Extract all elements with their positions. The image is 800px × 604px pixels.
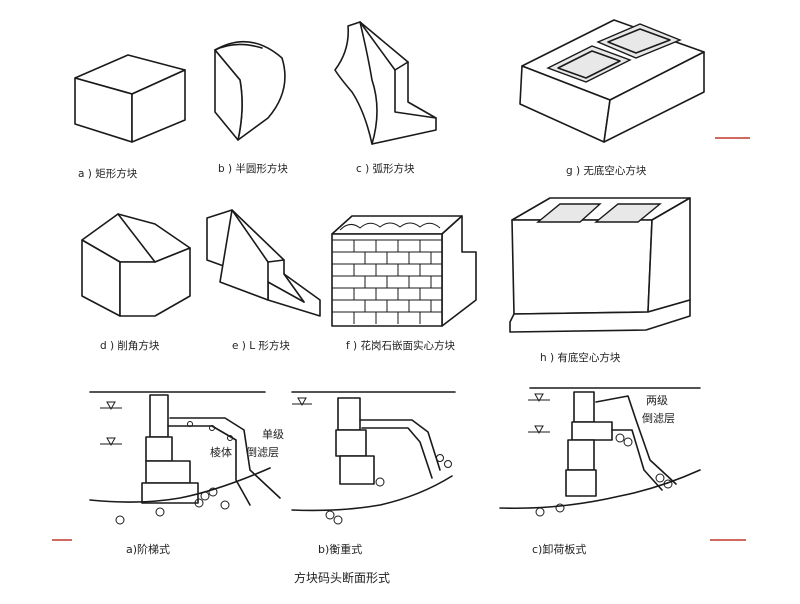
caption-b: b ) 半圆形方块 — [218, 162, 288, 175]
caption-c: c ) 弧形方块 — [356, 162, 415, 175]
label-section-c: c)卸荷板式 — [532, 542, 586, 556]
section-b-balanced — [291, 391, 456, 525]
caption-f: f ) 花岗石嵌面实心方块 — [346, 339, 455, 352]
note-single-1: 单级 — [262, 428, 284, 441]
block-h-hollow-with-bottom — [509, 197, 691, 333]
block-f-granite — [331, 215, 477, 327]
caption-g: g ) 无底空心方块 — [566, 164, 647, 177]
block-c-arc — [334, 21, 437, 145]
note-prism: 棱体 — [210, 445, 232, 459]
caption-a: a ) 矩形方块 — [78, 167, 138, 180]
label-section-a: a)阶梯式 — [126, 542, 170, 556]
block-a-rectangular — [74, 54, 186, 143]
block-b-semicircular — [214, 40, 286, 141]
note-double-1: 两级 — [646, 394, 668, 407]
block-e-L — [206, 209, 321, 317]
block-g-hollow-no-bottom — [519, 19, 705, 143]
caption-h: h ) 有底空心方块 — [540, 351, 621, 364]
block-d-chamfered — [81, 213, 191, 317]
granite-brick-pattern — [332, 239, 442, 324]
figure-title: 方块码头断面形式 — [294, 570, 390, 585]
section-a-stepped — [89, 391, 281, 525]
label-section-b: b)衡重式 — [318, 542, 362, 556]
caption-d: d ) 削角方块 — [100, 339, 160, 352]
caption-e: e ) L 形方块 — [232, 339, 290, 352]
section-c-relieving — [499, 387, 701, 517]
note-double-2: 倒滤层 — [642, 412, 675, 425]
note-single-2: 倒滤层 — [246, 446, 279, 459]
